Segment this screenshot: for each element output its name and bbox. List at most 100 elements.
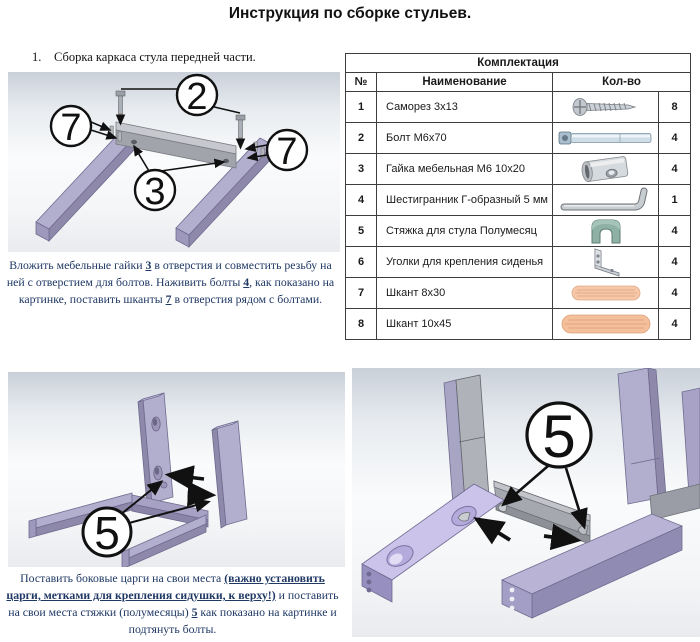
part-number: 5	[345, 215, 377, 247]
emphasized-text: 4	[243, 275, 250, 289]
svg-text:3: 3	[144, 171, 165, 213]
part-name: Шестигранник Г-образный 5 мм	[376, 184, 553, 216]
table-row: 3 Гайка мебельная М6 10х20 4	[345, 153, 692, 185]
emphasized-text: 5	[191, 605, 198, 619]
arrow	[187, 481, 217, 507]
svg-text:7: 7	[276, 131, 297, 173]
callout-3: 3	[133, 168, 177, 213]
part-qty: 1	[657, 184, 692, 216]
part-qty: 4	[657, 277, 692, 309]
emphasized-text: (важно установить царги, метками для кре…	[6, 571, 325, 602]
part-name: Саморез 3х13	[376, 91, 553, 123]
emphasized-text: 3	[145, 258, 152, 272]
table-title: Комплектация	[344, 53, 692, 73]
diagram-closeup: 5	[352, 367, 700, 637]
text: Поставить боковые царги на свои места	[20, 571, 225, 585]
text: , как показано на картинке, поставить шк…	[18, 275, 335, 306]
table-row: 7 Шкант 8х30 4	[345, 277, 692, 309]
text: как показано на картинке и подтянуть бол…	[128, 605, 337, 636]
callout-line	[244, 142, 268, 152]
dowel-peg	[117, 131, 122, 142]
callout-line	[133, 144, 150, 172]
callout-line	[160, 158, 226, 172]
instruction-2: Поставить боковые царги на свои места (в…	[6, 570, 339, 638]
page-title: Инструкция по сборке стульев.	[228, 5, 472, 22]
svg-text:7: 7	[60, 107, 81, 149]
callout-line	[90, 129, 118, 140]
back-post	[443, 374, 490, 506]
callout-line	[246, 151, 268, 162]
callout-line	[564, 467, 588, 530]
seat-rail-panel	[493, 480, 591, 545]
part-qty: 4	[657, 246, 692, 278]
arrow	[543, 523, 582, 551]
callout-line	[501, 465, 549, 507]
table-row: 6 Уголки для крепления сиденья 4	[345, 246, 692, 278]
part-number: 2	[345, 122, 377, 154]
text: в отверстия и совместить резьбу на ней с…	[6, 258, 332, 289]
text: и поставить на свои места стяжки (полуме…	[8, 588, 339, 619]
col-header-qty: Кол-во	[551, 72, 692, 92]
callout-5: 5	[81, 506, 133, 559]
front-rail-beam	[115, 121, 237, 169]
dowel-peg	[109, 125, 114, 136]
left-back-leg	[137, 392, 174, 507]
part-qty: 4	[657, 215, 692, 247]
col-header-name: Наименование	[376, 72, 553, 92]
diagram-side-frame: 5	[8, 372, 345, 570]
part-name: Уголки для крепления сиденья	[376, 246, 553, 278]
text: в отверстия рядом с болтами.	[171, 292, 323, 306]
hex-key-icon	[552, 184, 659, 216]
far-post	[681, 387, 700, 511]
left-front-leg	[35, 129, 136, 243]
arrow	[164, 465, 205, 491]
parts-table: Комплектация № Наименование Кол-во 1 Сам…	[344, 53, 692, 340]
part-name: Шкант 10х45	[376, 308, 553, 340]
table-row: 2 Болт М6х70 4	[345, 122, 692, 154]
closeup-drawing: 5	[361, 367, 700, 619]
part-number: 8	[345, 308, 377, 340]
part-number: 1	[345, 91, 377, 123]
step-1-heading: 1. Сборка каркаса стула передней части.	[32, 50, 256, 65]
dowel-peg	[260, 147, 265, 158]
part-name: Гайка мебельная М6 10х20	[376, 153, 553, 185]
bolt-pin	[115, 90, 126, 126]
step-text: Сборка каркаса стула передней части.	[54, 50, 256, 64]
callout-line	[209, 105, 241, 114]
callout-line	[128, 498, 211, 524]
screw-icon	[552, 91, 659, 123]
arrow	[473, 516, 512, 545]
part-name: Стяжка для стула Полумесяц	[376, 215, 553, 247]
part-number: 6	[345, 246, 377, 278]
callout-7-left: 7	[49, 104, 93, 149]
callout-line	[90, 121, 112, 131]
table-row: 4 Шестигранник Г-образный 5 мм 1	[345, 184, 692, 216]
instruction-1: Вложить мебельные гайки 3 в отверстия и …	[5, 257, 336, 308]
svg-text:2: 2	[186, 76, 207, 118]
right-back-leg	[211, 420, 248, 529]
part-number: 7	[345, 277, 377, 309]
part-qty: 4	[657, 308, 692, 340]
part-qty: 8	[657, 91, 692, 123]
bolt-icon	[552, 122, 659, 154]
bolt-pin	[235, 114, 246, 150]
side-frame-drawing: 5	[28, 392, 248, 570]
svg-text:5: 5	[94, 507, 120, 559]
callout-2: 2	[175, 73, 219, 118]
table-row: 8 Шкант 10х45 4	[345, 308, 692, 340]
floor-frame	[28, 492, 209, 570]
part-name: Болт М6х70	[376, 122, 553, 154]
part-name: Шкант 8х30	[376, 277, 553, 309]
corner-bracket-icon	[552, 246, 659, 278]
svg-text:5: 5	[542, 403, 575, 470]
far-rail	[649, 483, 700, 521]
emphasized-text: 7	[165, 292, 172, 306]
diagram-front-frame: 2 7 3 7	[8, 72, 340, 252]
part-qty: 4	[657, 122, 692, 154]
table-row: 1 Саморез 3х13 8	[345, 91, 692, 123]
dowel-large-icon	[552, 308, 659, 340]
step-number: 1.	[32, 50, 42, 64]
part-number: 3	[345, 153, 377, 185]
dowel-small-icon	[552, 277, 659, 309]
right-seat-rail	[501, 513, 684, 619]
